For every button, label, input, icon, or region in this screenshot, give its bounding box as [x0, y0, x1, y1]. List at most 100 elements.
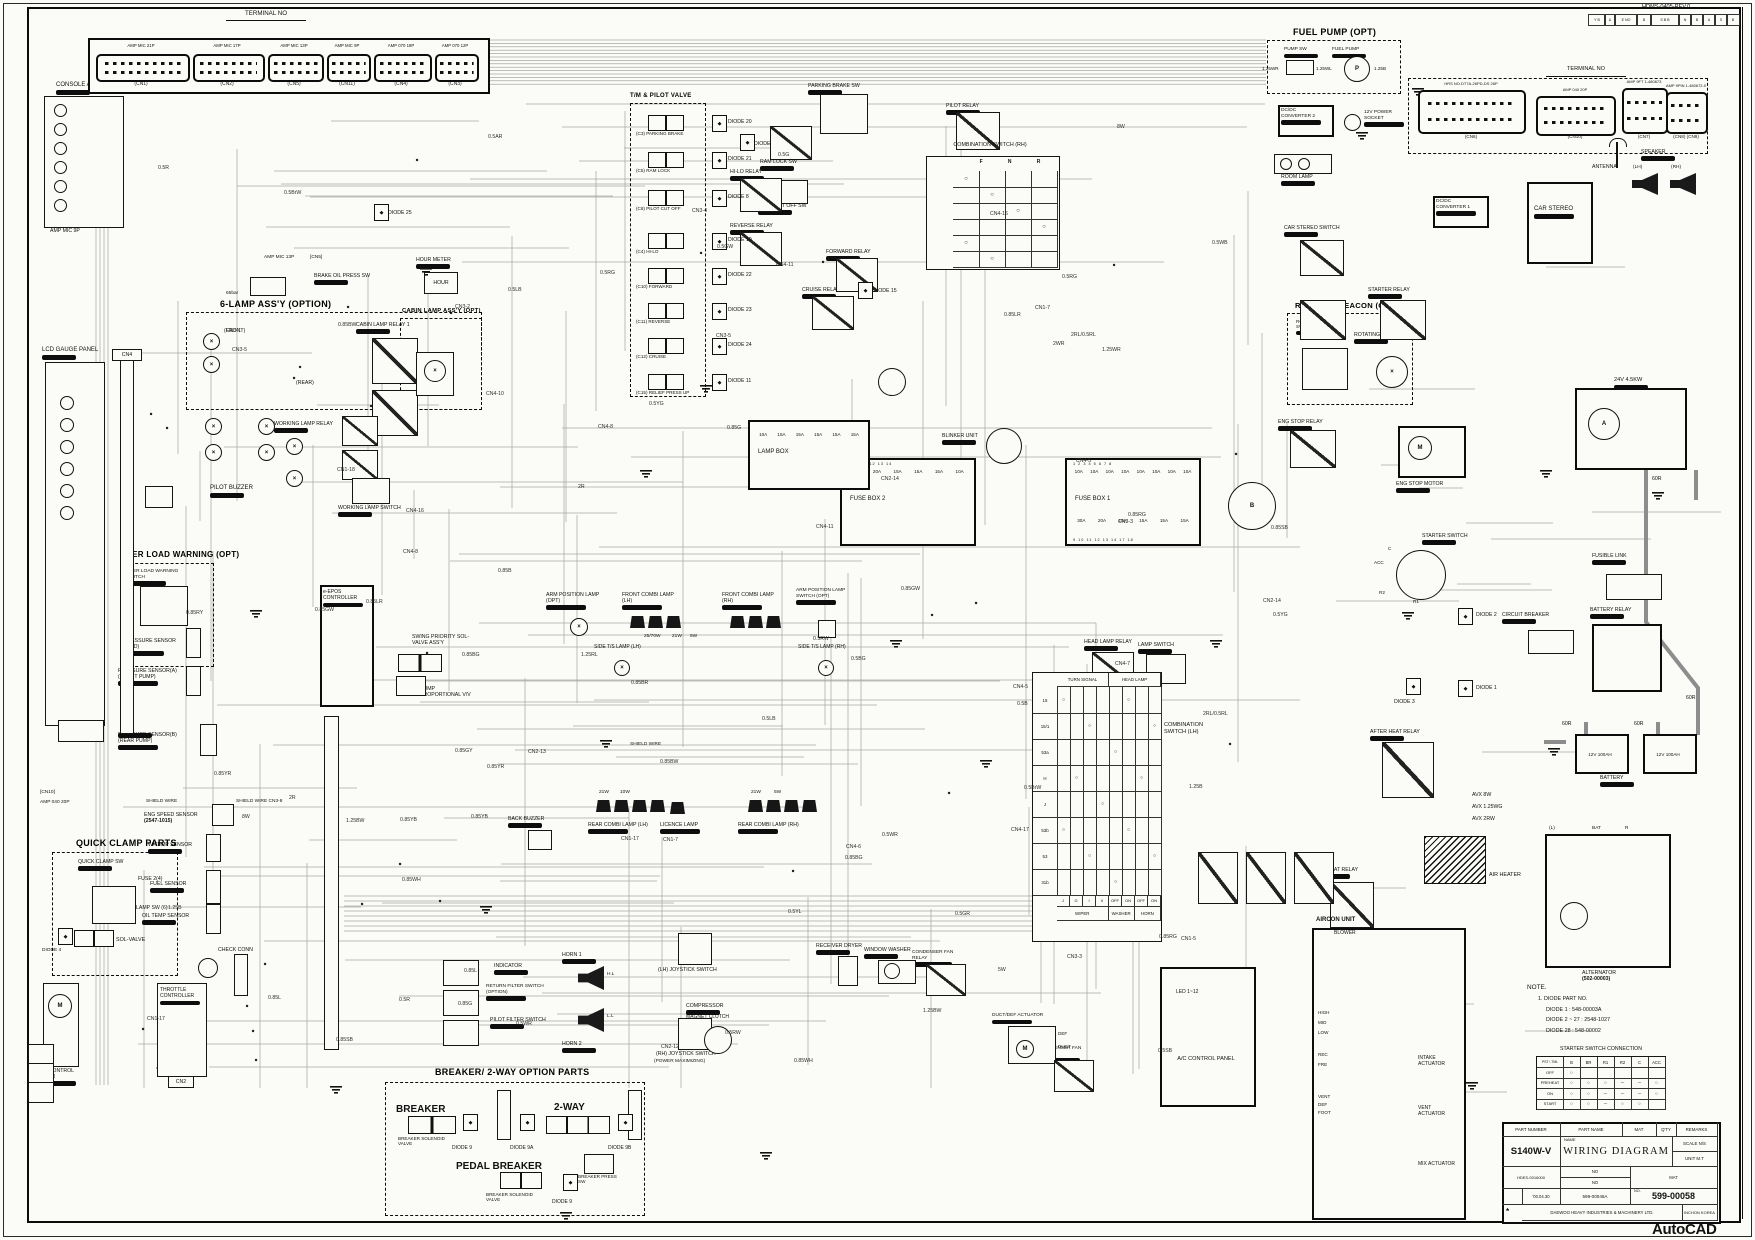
- two-way-valve: [546, 1116, 610, 1134]
- aircon-row: FRE: [1318, 1062, 1328, 1067]
- antenna-icon: [1609, 138, 1627, 147]
- ramlock_sw-partnum-blob: [760, 166, 794, 171]
- cabin-lamp: ×: [424, 360, 446, 382]
- fcl_lh: FRONT COMBI LAMP (LH): [622, 592, 684, 610]
- w1: 25/70W: [644, 634, 661, 640]
- c5-label: (C5) RAM LOCK: [636, 168, 671, 173]
- shield1: SHIELD WIRE: [630, 742, 661, 748]
- terminal-left-conn-cn: (CN2): [220, 81, 234, 87]
- indicator-partnum-blob: [494, 970, 528, 975]
- pump_sw: PUMP SW: [1284, 47, 1318, 59]
- terminal-left-conn-cn: (CN1): [134, 81, 148, 87]
- work_relay-partnum-blob: [274, 428, 308, 433]
- esm-label: ENG STOP MOTOR: [1396, 481, 1444, 487]
- note-line: 1. DIODE PART NO.: [1538, 996, 1588, 1002]
- solv-label: SOL-VALVE: [116, 937, 146, 943]
- starter-corner: PST \ TML: [1537, 1057, 1564, 1068]
- shield1: SHIELD WIRE: [146, 799, 177, 805]
- wire-gauge-label: 0.85LR: [1004, 312, 1021, 318]
- back-buzzer-icon: [528, 830, 552, 850]
- preheat-label: PREHEAT RELAY: [1316, 867, 1359, 873]
- working-lamp-2: ×: [286, 470, 303, 487]
- aircon-row: REC: [1318, 1052, 1328, 1057]
- rh: (RH): [1671, 165, 1681, 171]
- aircon-row: HIGH: [1318, 1010, 1330, 1015]
- wire-gauge-label: CN1-17: [147, 1016, 165, 1022]
- wire-gauge-label: 0.85G: [458, 1001, 473, 1007]
- dcdc1: DC/DC CONVERTER 1: [1436, 199, 1482, 216]
- w5: 10W: [620, 790, 630, 796]
- fuse-value: 15A: [814, 432, 823, 437]
- revision-cell: B: [1690, 14, 1704, 26]
- combo-lh-state: I: [1083, 895, 1096, 907]
- starter-col: R2: [1614, 1057, 1632, 1068]
- room-label: ROOM LAMP: [1281, 174, 1313, 180]
- wire-gauge-label: CN2-12: [661, 1044, 679, 1050]
- room: ROOM LAMP: [1281, 174, 1315, 186]
- d23: DIODE 23: [728, 307, 752, 313]
- starter_relay-label: STARTER RELAY: [1368, 287, 1410, 293]
- ol_sw-label: OVER LOAD WARNING SWITCH: [126, 569, 179, 580]
- drawing-name-cell: WIRING DIAGRAM: [1560, 1136, 1673, 1167]
- rh-label: (RH): [1671, 165, 1682, 170]
- hourm: HOUR METER: [416, 257, 451, 269]
- joy_lh-label: (LH) JOYSTICK SWITCH: [658, 967, 717, 973]
- console_assy-partnum-blob: [56, 90, 90, 95]
- bat: BATTERY: [1600, 775, 1634, 787]
- overload-title: OVER LOAD WARNING (OPT): [120, 550, 240, 559]
- ps_b: PRESSURE SENSOR(B) (REAR PUMP): [118, 732, 152, 738]
- d9b-label: DIODE 9B: [608, 1145, 632, 1151]
- indicator-label: INDICATOR: [494, 963, 523, 969]
- ground-icon: [1548, 748, 1560, 756]
- blinker-partnum-blob: [942, 440, 976, 445]
- alt: ALTERNATOR(502-00003): [1582, 970, 1616, 982]
- dd3-label: DIODE 3: [1394, 699, 1415, 705]
- tm-valve-c11: [648, 303, 684, 319]
- terminal-left-conn-cn: (CN5): [287, 81, 301, 87]
- tm-title: T/M & PILOT VALVE: [630, 93, 692, 99]
- ground-icon: [250, 610, 262, 618]
- wire-gauge-label: CN4-8: [598, 424, 613, 430]
- duct: DUCT: [1058, 1044, 1071, 1049]
- bat-partnum-blob: [1600, 782, 1634, 787]
- console-lamp: [54, 161, 67, 174]
- terminal-left-conn-label: AMP 070 18P: [387, 43, 415, 48]
- c12: (C12) CRUISE: [636, 354, 694, 359]
- d24: DIODE 24: [728, 342, 752, 348]
- starter-col: R1: [1597, 1057, 1615, 1068]
- wire-gauge-label: 0.85GY: [455, 748, 473, 754]
- rcl_lh-label: REAR COMBI LAMP (LH): [588, 822, 648, 828]
- cn10lbl-label: [CN10]: [40, 790, 55, 795]
- oiltemp-label: OIL TEMP SENSOR: [142, 913, 190, 919]
- altL-label: (L): [1549, 826, 1555, 831]
- wire-gauge-label: CN1-5: [1181, 936, 1196, 942]
- d20-label: DIODE 20: [728, 119, 752, 125]
- armsw-label: ARM POSITION LAMP SWITCH (OPT): [796, 588, 846, 599]
- pump-sw-box: [1286, 60, 1314, 75]
- key-switch-circle: B: [1228, 482, 1276, 530]
- rear-combi-conn-rh: [748, 800, 763, 812]
- combo-rh-col: R: [1036, 159, 1041, 165]
- wire-gauge-label: 0.85YR: [214, 771, 232, 777]
- autocad-logo: AutoCAD: [1652, 1221, 1717, 1238]
- oil-temp-sensor-icon: [206, 904, 221, 934]
- cb-label: CIRCUIT BREAKER: [1502, 612, 1550, 618]
- stereo-label: CAR STEREO: [1534, 206, 1574, 212]
- diode-icon: ◆: [374, 204, 389, 221]
- fuse-box-2-label: FUSE BOX 2: [850, 496, 886, 502]
- cn2lbl: CN2: [168, 1076, 194, 1088]
- diode-icon: ◆: [712, 338, 727, 355]
- alt-part: (502-00003): [1582, 976, 1611, 983]
- r60c-label: 60R: [1686, 695, 1696, 701]
- d9c: DIODE 9: [552, 1199, 572, 1206]
- brakeoil: BRAKE OIL PRESS SW: [314, 273, 370, 285]
- checkconn-label: CHECK CONN: [218, 947, 253, 953]
- backbz-partnum-blob: [508, 823, 542, 828]
- working-lamp-relay-2: [342, 450, 378, 480]
- fusible-link-box: [1606, 574, 1662, 600]
- fp2-label: 1.25WL: [1316, 66, 1332, 71]
- ps_b-partnum-blob: [118, 733, 152, 738]
- ramlock_sw: RAM LOCK SW: [760, 159, 797, 171]
